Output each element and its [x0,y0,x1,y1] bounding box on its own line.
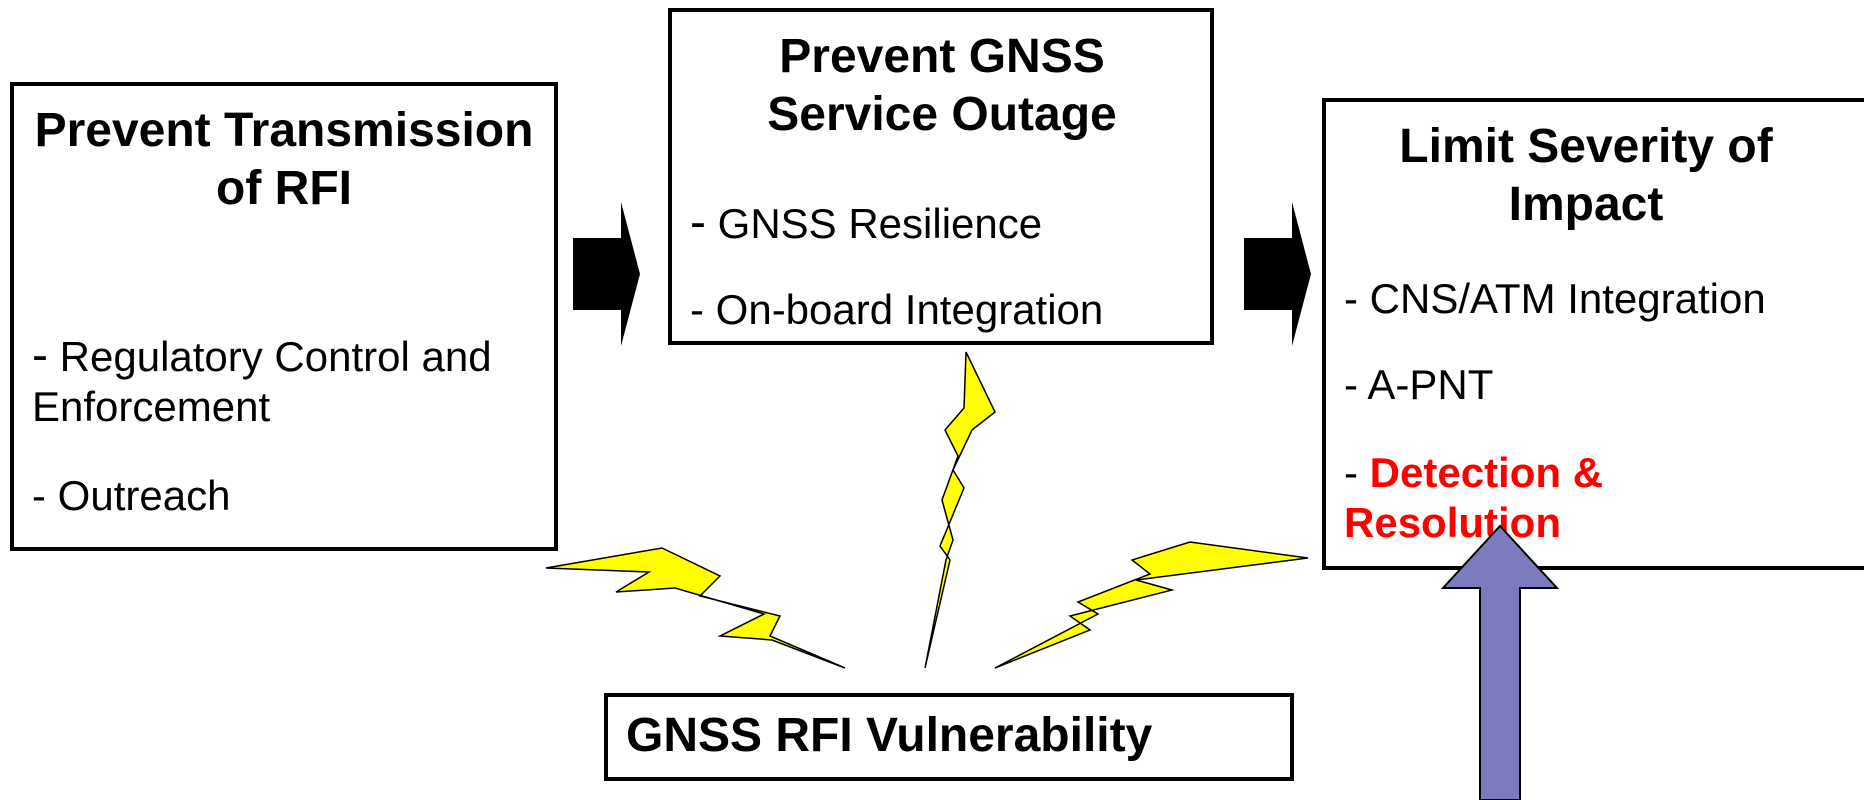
box-limit-severity: Limit Severity of Impact - CNS/ATM Integ… [1322,98,1864,570]
box-limit-severity-title: Limit Severity of Impact [1399,120,1773,231]
box-prevent-outage: Prevent GNSS Service Outage - GNSS Resil… [668,8,1214,345]
box-prevent-transmission: Prevent Transmission of RFI - Regulatory… [10,82,558,551]
bullet-dash: - [32,472,46,519]
list-item-regulatory: - Regulatory Control and Enforcement [32,331,542,432]
box-prevent-transmission-title: Prevent Transmission of RFI [34,104,534,215]
list-item-text: CNS/ATM Integration [1369,275,1766,322]
bullet-dash: - [690,196,706,249]
box-rfi-vulnerability-title: GNSS RFI Vulnerability [626,709,1153,762]
list-item-cns-atm: - CNS/ATM Integration [1344,274,1766,324]
list-item-text: On-board Integration [715,286,1104,333]
list-item-onboard-integration: - On-board Integration [690,285,1103,335]
bullet-dash: - [1344,449,1358,496]
list-item-text: Outreach [57,472,231,519]
lightning-bolt-icon [924,351,996,669]
bullet-dash: - [32,329,48,382]
lightning-bolt-icon [545,547,846,669]
lightning-bolt-icon [994,541,1309,669]
box-prevent-outage-title: Prevent GNSS Service Outage [767,30,1117,141]
arrow-right-icon [573,202,640,346]
bullet-dash: - [690,286,704,333]
arrow-right-icon [1244,202,1311,346]
list-item-text: GNSS Resilience [717,200,1043,247]
list-item-detection-resolution: - Detection & Resolution [1344,448,1674,548]
box-rfi-vulnerability: GNSS RFI Vulnerability [604,693,1294,781]
list-item-a-pnt: - A-PNT [1344,360,1493,410]
list-item-text: A-PNT [1367,361,1494,408]
arrow-up-icon [1440,524,1560,800]
list-item-text: Regulatory Control and Enforcement [32,333,492,430]
list-item-gnss-resilience: - GNSS Resilience [690,198,1042,249]
list-item-text-highlight: Detection & Resolution [1344,449,1604,546]
list-item-outreach: - Outreach [32,471,230,521]
bullet-dash: - [1344,361,1358,408]
bullet-dash: - [1344,275,1358,322]
